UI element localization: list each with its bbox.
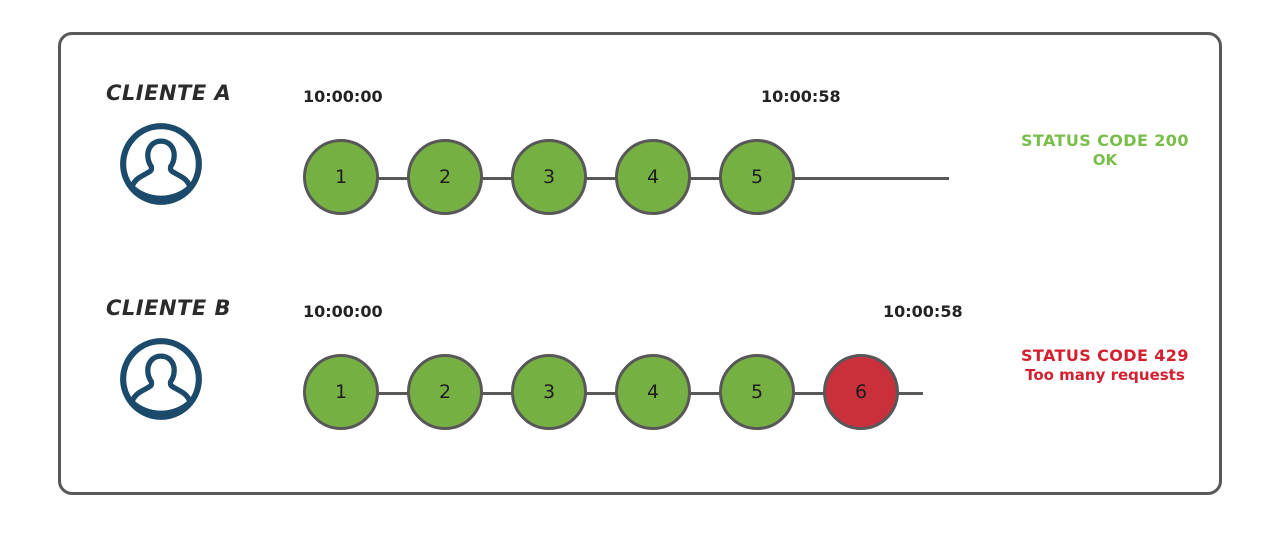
user-avatar-icon	[117, 120, 205, 208]
status-code-label: STATUS CODE 429	[1021, 346, 1189, 365]
start-timestamp: 10:00:00	[303, 302, 383, 321]
status-description-label: Too many requests	[1025, 366, 1185, 384]
request-node[interactable]: 3	[511, 354, 587, 430]
end-timestamp: 10:00:58	[761, 87, 841, 106]
request-node[interactable]: 4	[615, 354, 691, 430]
start-timestamp: 10:00:00	[303, 87, 383, 106]
request-node[interactable]: 1	[303, 354, 379, 430]
client-label: CLIENTE B	[106, 296, 232, 320]
status-description-label: OK	[1092, 151, 1118, 169]
user-avatar-icon	[117, 335, 205, 423]
client-label: CLIENTE A	[106, 81, 232, 105]
request-node[interactable]: 2	[407, 139, 483, 215]
request-node[interactable]: 5	[719, 354, 795, 430]
request-node[interactable]: 1	[303, 139, 379, 215]
request-node[interactable]: 6	[823, 354, 899, 430]
request-node[interactable]: 4	[615, 139, 691, 215]
status-code-label: STATUS CODE 200	[1021, 131, 1189, 150]
request-node[interactable]: 5	[719, 139, 795, 215]
request-node[interactable]: 2	[407, 354, 483, 430]
request-node[interactable]: 3	[511, 139, 587, 215]
end-timestamp: 10:00:58	[883, 302, 963, 321]
